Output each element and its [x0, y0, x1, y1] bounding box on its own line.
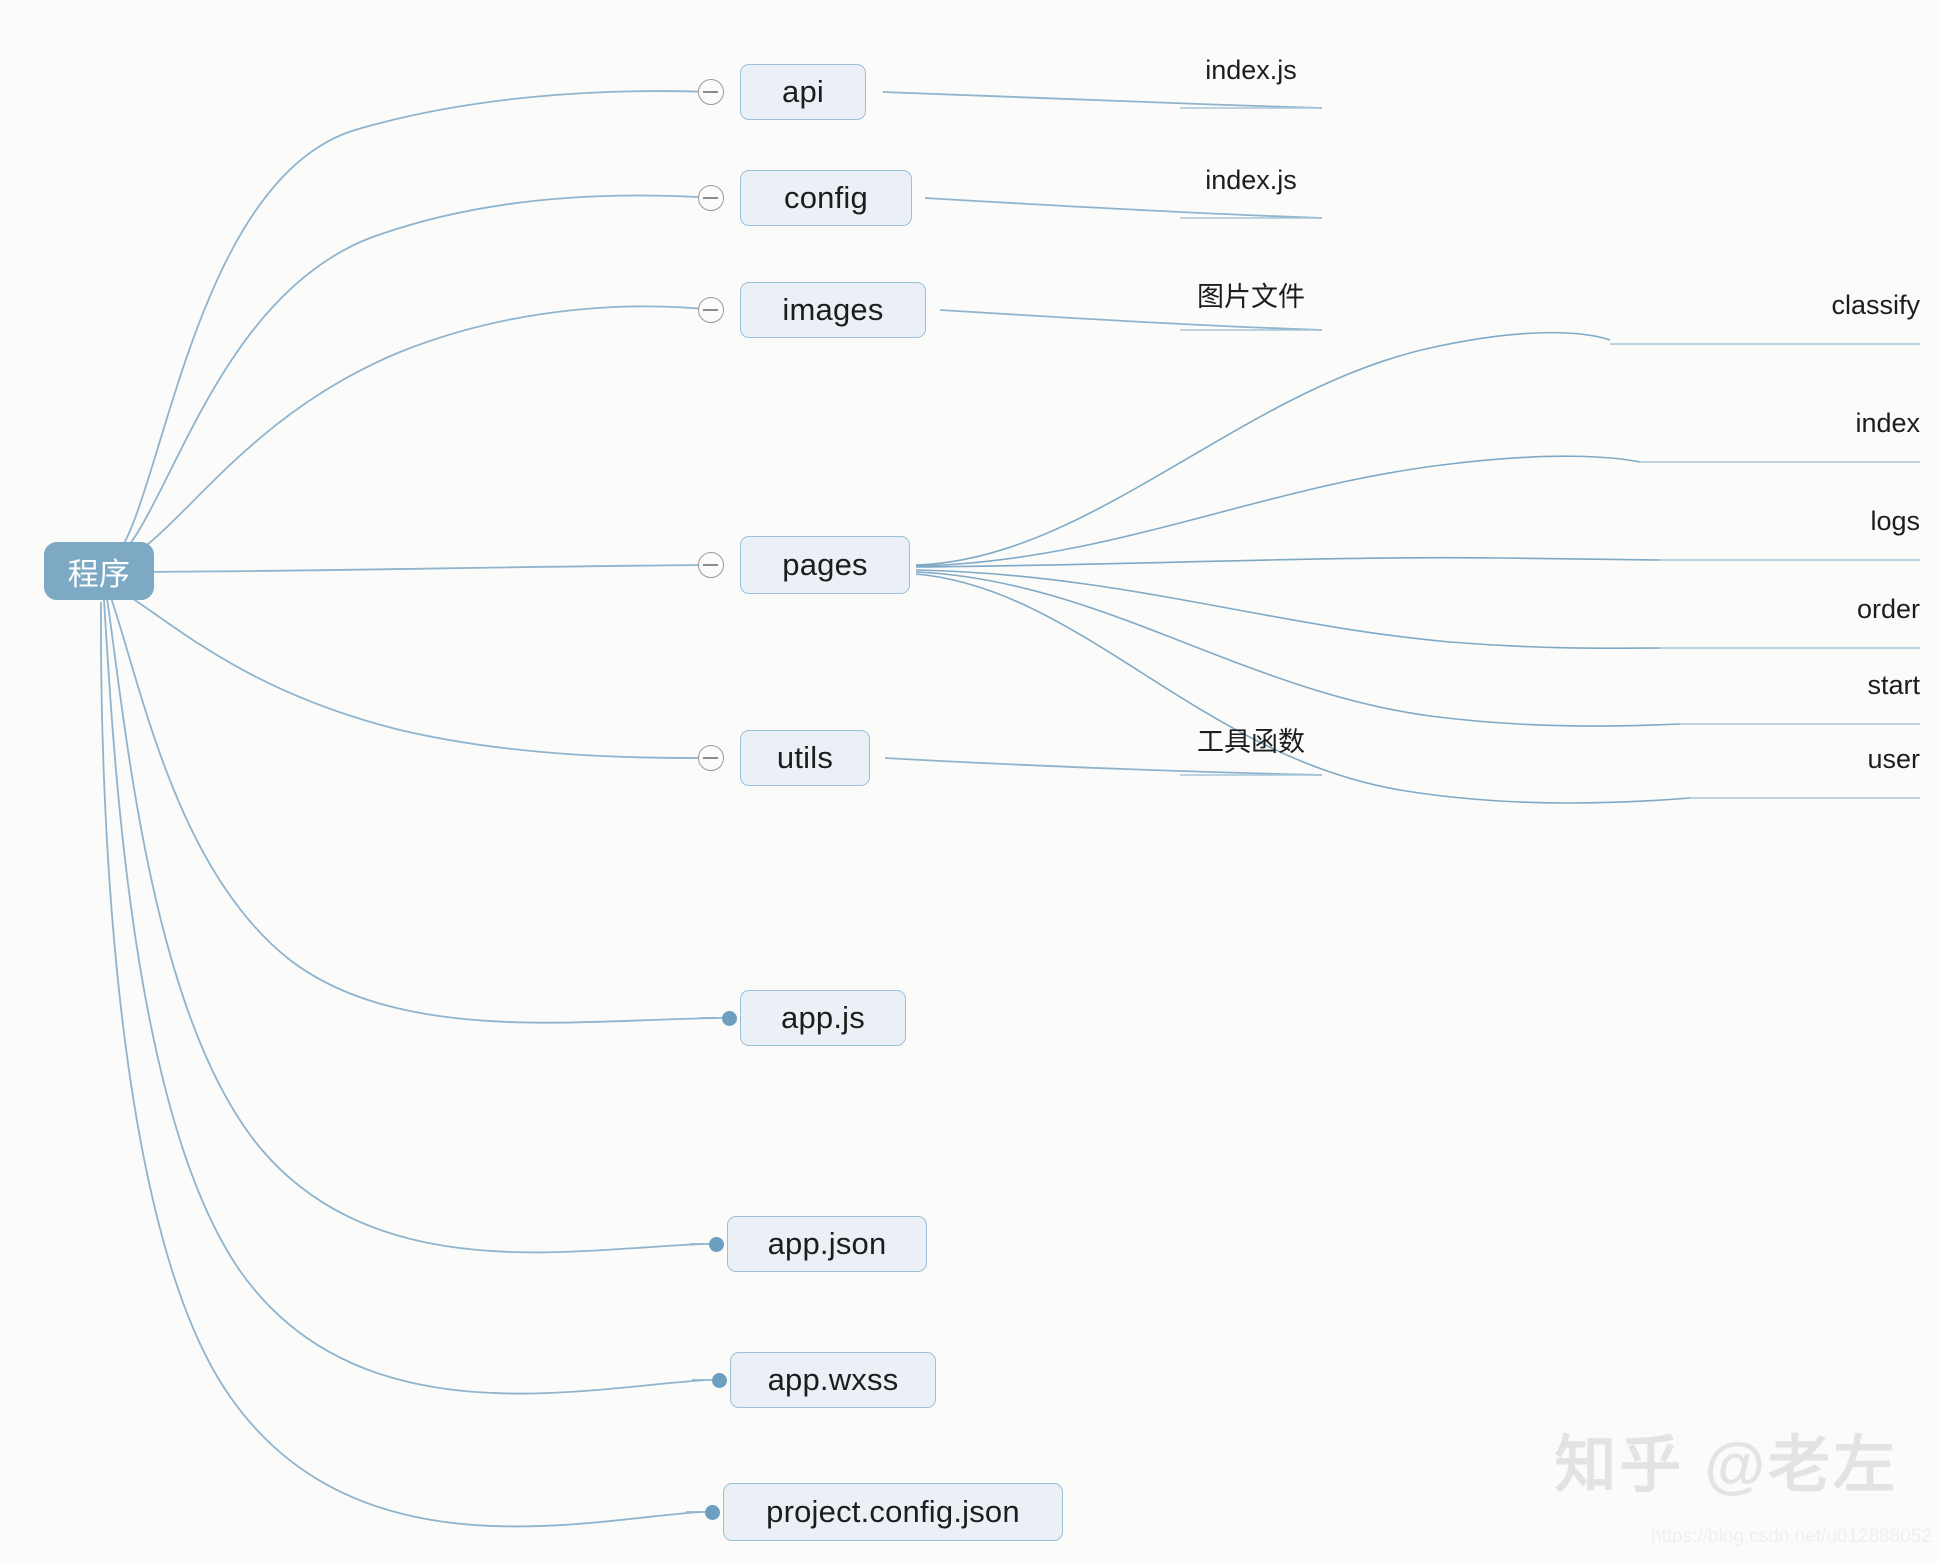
branch-node-label-pages: pages: [782, 547, 868, 582]
connector-dot-app-js: [722, 1011, 737, 1026]
collapse-toggle-config[interactable]: [698, 185, 724, 211]
edge-config-indexjs: [924, 197, 1323, 219]
edge-root-images: [111, 305, 715, 567]
edge-root-project-config: [100, 601, 701, 1528]
file-node-label-app-wxss: app.wxss: [767, 1362, 899, 1397]
branch-node-config[interactable]: config: [740, 170, 912, 226]
branch-node-label-images: images: [782, 292, 884, 327]
watermark-brand: 知乎 @老左: [1554, 1431, 1898, 1500]
edge-pages-classify: [915, 331, 1611, 566]
leaf-label-pages-user[interactable]: user: [1867, 744, 1920, 774]
edge-utils-utilfuncs: [884, 757, 1323, 776]
edge-root-api: [111, 90, 715, 561]
edge-pages-user: [915, 573, 1691, 804]
edge-root-config: [111, 194, 715, 563]
collapse-toggle-utils[interactable]: [698, 745, 724, 771]
edge-pages-logs: [915, 556, 1661, 568]
collapse-toggle-api[interactable]: [698, 79, 724, 105]
leaf-underlines: [1180, 107, 1920, 799]
root-node-label: 程序: [67, 556, 131, 592]
file-node-label-app-json: app.json: [767, 1226, 887, 1261]
edge-root-app-json: [106, 597, 705, 1254]
edge-api-indexjs: [882, 91, 1323, 109]
leaf-label-images-imagefiles[interactable]: 图片文件: [1197, 282, 1305, 312]
collapse-toggle-pages[interactable]: [698, 552, 724, 578]
file-node-app-json[interactable]: app.json: [727, 1216, 927, 1272]
edge-root-pages: [111, 564, 715, 573]
branch-node-api[interactable]: api: [740, 64, 866, 120]
branch-node-label-utils: utils: [776, 740, 834, 775]
branch-node-label-config: config: [784, 180, 868, 215]
branch-node-pages[interactable]: pages: [740, 536, 910, 594]
collapse-toggle-images[interactable]: [698, 297, 724, 323]
edge-pages-index: [915, 455, 1641, 567]
edge-images-imagefiles: [939, 309, 1323, 331]
root-node-program[interactable]: 程序: [44, 542, 154, 600]
file-node-label-app-js: app.js: [781, 1000, 865, 1035]
connector-dot-project-config: [705, 1505, 720, 1520]
edge-pages-start: [915, 571, 1681, 727]
file-node-project-config-json[interactable]: project.config.json: [723, 1483, 1063, 1541]
leaf-label-utils-utilfuncs[interactable]: 工具函数: [1197, 727, 1305, 757]
pages-child-edges: [915, 331, 1691, 804]
file-node-app-js[interactable]: app.js: [740, 990, 906, 1046]
leaf-label-api-indexjs[interactable]: index.js: [1205, 55, 1297, 85]
leaf-label-pages-logs[interactable]: logs: [1870, 506, 1920, 536]
branch-node-label-api: api: [782, 74, 824, 109]
connector-dot-app-wxss: [712, 1373, 727, 1388]
branch-node-utils[interactable]: utils: [740, 730, 870, 786]
leaf-label-pages-classify[interactable]: classify: [1831, 290, 1920, 320]
leaf-label-pages-index[interactable]: index: [1855, 408, 1920, 438]
file-node-label-project-config-json: project.config.json: [766, 1494, 1020, 1529]
connector-dot-app-json: [709, 1237, 724, 1252]
leaf-label-config-indexjs[interactable]: index.js: [1205, 165, 1297, 195]
root-branch-edges: [100, 90, 717, 1528]
edge-root-app-js: [109, 594, 717, 1024]
branch-node-images[interactable]: images: [740, 282, 926, 338]
file-connector-stubs: [686, 1017, 728, 1513]
branch-child-edges: [882, 91, 1323, 776]
edge-root-utils: [111, 584, 715, 759]
leaf-label-pages-start[interactable]: start: [1867, 670, 1920, 700]
watermark-url: https://blog.csdn.net/u012888052: [1650, 1526, 1932, 1547]
file-node-app-wxss[interactable]: app.wxss: [730, 1352, 936, 1408]
edge-root-app-wxss: [103, 599, 707, 1395]
edge-pages-order: [915, 569, 1661, 650]
leaf-label-pages-order[interactable]: order: [1856, 594, 1920, 624]
